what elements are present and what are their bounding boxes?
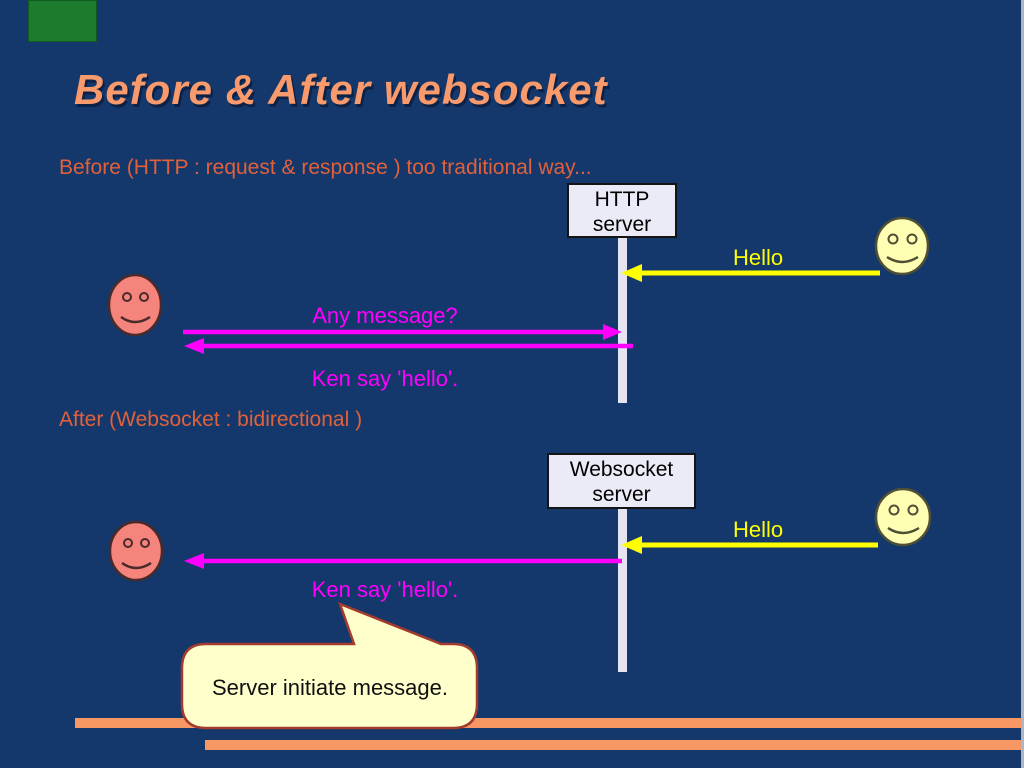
ken-say-hello-label: Ken say 'hello'. [311,366,459,391]
right-edge-strip [1021,0,1024,768]
websocket-server-lifeline [618,508,627,672]
yellow-smiley-face-icon [874,487,932,547]
ken-say-hello-label: Ken say 'hello'. [311,577,459,602]
speech-bubble-icon [180,601,479,730]
websocket-server-box: Websocket server [547,453,696,509]
websocket-server-label-line2: server [592,483,651,506]
http-server-label-line2: server [592,213,652,236]
after-section-heading: After (Websocket : bidirectional ) [59,408,363,431]
footer-accent-bar-top [75,718,1024,728]
any-message-label: Any message? [312,303,458,328]
before-section-heading: Before (HTTP : request & response ) too … [59,156,592,179]
green-rectangle-marker-icon [28,0,97,42]
ken-say-hello-arrow-top [184,338,633,354]
footer-accent-bar-bottom [205,740,1024,750]
websocket-server-label-line1: Websocket [569,458,674,481]
hello-arrow-top [621,264,880,282]
callout-text: Server initiate message. [212,675,448,700]
pink-smiley-face-icon [108,520,164,582]
pink-smiley-face-icon [107,273,163,337]
http-server-box: HTTP server [567,183,677,238]
hello-message-label: Hello [733,517,784,542]
any-message-arrow [183,324,622,340]
page-title: Before & After websocket [74,66,608,113]
http-server-lifeline [618,237,627,403]
http-server-label-line1: HTTP [594,188,650,211]
yellow-smiley-face-icon [874,216,930,276]
hello-message-label: Hello [733,245,784,270]
hello-arrow-bottom [621,536,878,554]
ken-say-hello-arrow-bottom [184,553,622,569]
